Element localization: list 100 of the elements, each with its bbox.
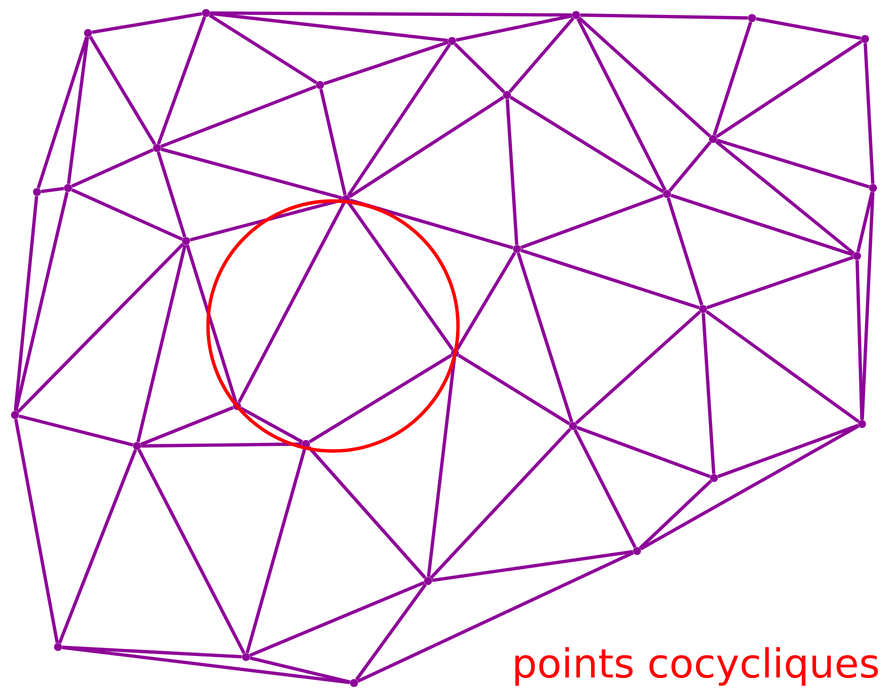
edge-line [308,446,426,579]
edge-line [716,40,862,138]
vertex-dot [302,440,310,448]
edge-line [14,196,38,411]
vertex-dot [748,14,756,22]
vertex-dot [710,474,718,482]
edge-line [510,96,664,194]
vertex-dot [861,35,869,43]
edge-line [702,313,716,474]
vertex-dot [242,653,250,661]
edge-line [520,248,700,310]
edge-line [186,244,238,402]
edge-line [319,88,347,196]
vertex-dot [709,135,717,143]
vertex-dot [11,411,19,419]
edge-line [520,194,664,250]
edge-line [506,99,518,245]
edge-line [210,12,448,42]
edge-line [715,140,855,255]
edge-line [864,43,874,184]
edge-line [432,550,634,582]
vertex-dot [342,195,350,203]
vertex-dot [64,184,72,192]
edge-line [348,96,504,198]
edge-line [573,428,637,548]
edge-line [347,201,454,351]
vertex-dot [448,37,456,45]
edge-line [668,141,712,192]
edge-line [706,256,854,310]
edge-line [860,192,874,420]
vertex-dot [503,91,511,99]
edge-line [141,442,302,448]
edge-line [14,418,59,644]
edge-line [18,414,134,447]
edge-line [66,36,90,184]
edge-line [355,583,427,681]
vertex-dot [153,144,161,152]
edge-line [36,36,88,188]
vertex-dot [33,188,41,196]
edge-line [580,13,748,20]
edge-line [160,84,317,148]
vertex-dot [84,29,92,37]
vertex-dot [451,349,459,357]
edge-line [62,646,350,684]
edge-line [458,354,570,426]
vertex-dot [569,422,577,430]
edge-line [250,656,350,684]
vertex-dot [350,679,358,687]
edge-line [350,198,514,250]
edge-line [357,551,634,683]
edge-line [426,356,456,578]
edge-line [71,188,183,241]
edge-line [756,17,862,40]
vertex-dot [182,237,190,245]
edge-line [190,198,342,242]
edge-line [160,148,342,200]
edge-line [638,480,712,550]
edge-line [40,186,64,194]
edge-line [578,16,711,138]
edge-line [323,40,449,86]
annotation-text: points cocycliques [515,647,878,686]
edge-line [716,138,870,188]
edge-line [576,426,711,478]
edge-line [516,252,574,422]
vertex-dot [663,190,671,198]
edge-line [717,424,859,478]
edge-line [456,14,572,42]
vertex-dot [316,81,324,89]
edge-line [14,192,69,412]
edge-line [62,646,242,658]
vertex-dot [853,252,861,260]
edge-line [238,202,346,404]
edge-line [137,448,246,654]
vertex-dot [54,643,62,651]
edge-line [856,192,874,252]
edge-line [16,242,184,414]
edge-line [246,448,306,654]
edge-line [210,11,572,17]
edge-line [705,310,860,423]
edge-line [855,260,864,420]
edge-line [508,17,575,93]
edge-line [712,21,752,136]
vertex-dot [513,245,521,253]
vertex-dot [424,577,432,585]
edge-line [136,244,187,442]
edge-line [140,406,234,446]
edge-line [346,44,452,196]
vertex-dot [202,9,210,17]
edge-line [666,198,704,306]
edge-line [640,424,860,550]
vertex-dot [699,305,707,313]
vertex-dot [869,184,877,192]
edge-line [430,428,572,580]
edge-line [208,14,318,84]
vertex-dot [633,547,641,555]
edge-line [575,310,701,424]
vertex-dot [858,420,866,428]
vertex-dot [572,11,580,19]
edge-line [71,148,154,188]
edge-line [670,194,854,256]
